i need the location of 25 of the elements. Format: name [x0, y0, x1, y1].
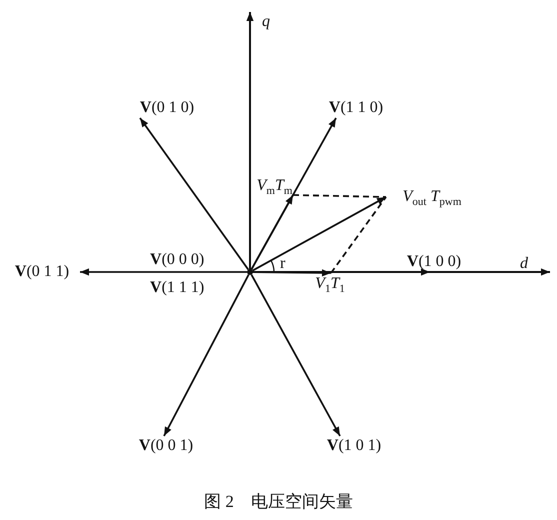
vector-label: V$_{out}$ T$_{pwm}$: [386, 187, 478, 207]
axis-label: d: [520, 254, 528, 274]
dashed-line: [292, 194, 386, 198]
vector-label: V(0 1 1): [4, 262, 80, 282]
origin-point: [247, 269, 253, 275]
vector-arrow: [250, 274, 341, 436]
vector-label: V$_{1}$T$_{1}$: [310, 274, 350, 294]
vector-label: V(0 0 1): [128, 436, 204, 456]
vector-arrow: [252, 269, 332, 276]
vector-label: V(1 1 1): [150, 278, 204, 298]
vector-label: V(1 0 0): [396, 252, 472, 272]
axis-label: q: [262, 12, 270, 32]
vector-arrow: [80, 268, 247, 276]
angle-label: r: [280, 254, 286, 274]
vector-arrow: [252, 196, 386, 272]
vector-arrow: [139, 117, 249, 270]
vector-arrow: [163, 274, 250, 436]
vector-arrow: [250, 194, 294, 270]
vector-label: V$_{m}$T$_{m}$: [256, 176, 293, 195]
vector-label: V(1 1 0): [318, 98, 394, 118]
vector-label: V(0 0 0): [150, 250, 204, 270]
dashed-line: [330, 196, 387, 274]
vector-label: V(1 0 1): [316, 436, 392, 456]
caption: 图 2 电压空间矢量: [203, 491, 354, 513]
vector-label: V(0 1 0): [128, 98, 206, 118]
